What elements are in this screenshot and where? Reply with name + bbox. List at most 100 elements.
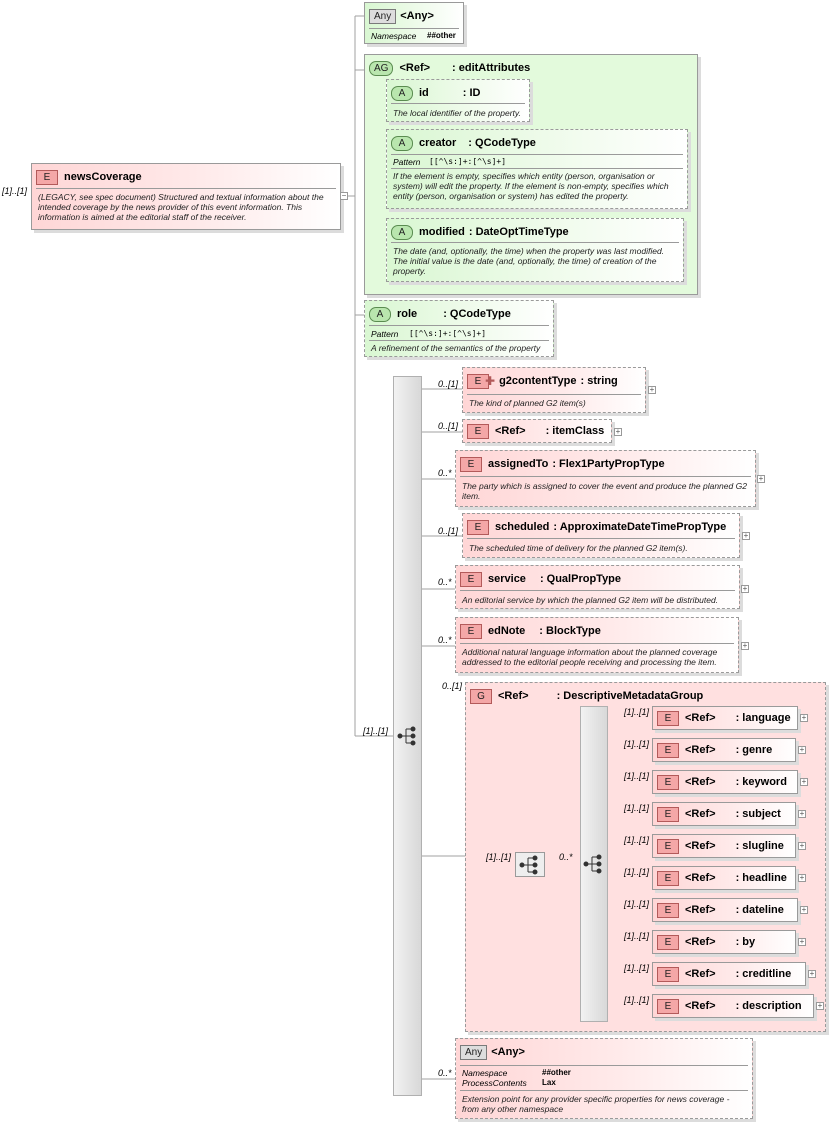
expand-icon[interactable]: +	[741, 584, 749, 593]
namespace-label: Namespace	[371, 31, 417, 41]
namespace-label: Namespace	[462, 1068, 508, 1078]
element-ref: <Ref>	[685, 776, 716, 788]
element-description: An editorial service by which the planne…	[462, 595, 719, 605]
group-item-element[interactable]: E<Ref>: genre	[652, 738, 796, 762]
namespace-value: ##other	[427, 31, 456, 40]
element-type: : keyword	[735, 776, 787, 788]
group-item-cardinality: [1]..[1]	[624, 771, 650, 781]
group-item-element[interactable]: E<Ref>: description	[652, 994, 814, 1018]
attr-description: If the element is empty, specifies which…	[393, 171, 669, 201]
pattern-label: Pattern	[371, 329, 399, 339]
group-item-cardinality: [1]..[1]	[624, 963, 650, 973]
expand-icon[interactable]: +	[648, 385, 656, 394]
element-g2content-type[interactable]: E✚g2contentType: string The kind of plan…	[462, 367, 646, 413]
child-cardinality: 0..[1]	[438, 526, 459, 536]
element-badge: E	[657, 902, 679, 918]
element-type: : language	[735, 712, 791, 724]
any-element[interactable]: Any<Any> Namespace ##other ProcessConten…	[455, 1038, 753, 1119]
attr-type: : DateOptTimeType	[468, 226, 569, 238]
element-name: newsCoverage	[64, 171, 142, 183]
pattern-label: Pattern	[393, 157, 421, 167]
element-name: assignedTo	[488, 458, 549, 470]
element-type: : by	[735, 936, 756, 948]
any-attribute[interactable]: Any<Any> Namespace ##other	[364, 2, 464, 44]
expand-icon[interactable]: +	[798, 745, 806, 754]
attr-type: : ID	[462, 87, 481, 99]
element-ref: <Ref>	[685, 712, 716, 724]
any-name: <Any>	[491, 1046, 525, 1058]
element-badge: E	[657, 710, 679, 726]
group-item-cardinality: [1]..[1]	[624, 931, 650, 941]
any-element-cardinality: 0..*	[438, 1068, 452, 1078]
expand-icon[interactable]: +	[614, 427, 622, 436]
element-badge: E	[657, 966, 679, 982]
element-description: (LEGACY, see spec document) Structured a…	[38, 192, 324, 222]
expand-icon[interactable]: +	[798, 809, 806, 818]
element-badge: E	[657, 806, 679, 822]
sequence-cardinality: [1]..[1]	[363, 726, 389, 736]
group-item-element[interactable]: E<Ref>: dateline	[652, 898, 798, 922]
element-name: <Ref>	[495, 425, 526, 437]
group-item-cardinality: [1]..[1]	[624, 707, 650, 717]
expand-icon[interactable]: +	[742, 531, 750, 540]
group-badge: G	[470, 688, 492, 704]
expand-icon[interactable]: +	[798, 873, 806, 882]
child-cardinality: 0..*	[438, 577, 452, 587]
element-badge: E	[467, 373, 489, 389]
process-contents-value: Lax	[542, 1078, 556, 1087]
expand-icon[interactable]: +	[798, 841, 806, 850]
element-ref: <Ref>	[685, 840, 716, 852]
child-cardinality: 0..[1]	[438, 421, 459, 431]
element-badge: E	[657, 870, 679, 886]
choice-cardinality: 0..*	[559, 852, 573, 862]
any-badge: Any	[369, 8, 397, 24]
pattern-value: [[^\s:]+:[^\s]+]	[409, 329, 487, 338]
expand-icon[interactable]: +	[798, 937, 806, 946]
group-ref: <Ref>	[498, 690, 529, 702]
expand-icon[interactable]: +	[816, 1001, 824, 1010]
group-item-element[interactable]: E<Ref>: headline	[652, 866, 796, 890]
process-contents-label: ProcessContents	[462, 1078, 527, 1088]
element-item-class[interactable]: E<Ref>: itemClass	[462, 419, 612, 443]
attr-description: The local identifier of the property.	[393, 108, 521, 118]
element-type: : BlockType	[539, 625, 601, 637]
group-item-cardinality: [1]..[1]	[624, 835, 650, 845]
expand-icon[interactable]: +	[800, 905, 808, 914]
collapse-icon[interactable]: −	[340, 191, 348, 200]
element-badge: E	[657, 838, 679, 854]
attr-badge: A	[391, 85, 413, 101]
element-description: The party which is assigned to cover the…	[462, 481, 747, 501]
expand-icon[interactable]: +	[741, 641, 749, 650]
element-name: edNote	[488, 625, 526, 637]
group-item-element[interactable]: E<Ref>: by	[652, 930, 796, 954]
element-type: : QualPropType	[539, 573, 622, 585]
expand-icon[interactable]: +	[757, 474, 765, 483]
attr-group-badge: AG	[369, 60, 394, 76]
group-item-element[interactable]: E<Ref>: slugline	[652, 834, 796, 858]
group-item-element[interactable]: E<Ref>: keyword	[652, 770, 798, 794]
namespace-value: ##other	[542, 1068, 571, 1077]
element-badge: E	[467, 519, 489, 535]
element-badge: E	[657, 934, 679, 950]
group-item-element[interactable]: E <Ref> : language	[652, 706, 798, 730]
expand-icon[interactable]: +	[808, 969, 816, 978]
element-ref: <Ref>	[685, 872, 716, 884]
element-name: g2contentType	[499, 375, 577, 387]
any-badge: Any	[460, 1044, 488, 1060]
content-plus-icon: ✚	[485, 374, 496, 388]
expand-icon[interactable]: +	[800, 713, 808, 722]
group-item-element[interactable]: E<Ref>: subject	[652, 802, 796, 826]
child-cardinality: 0..[1]	[438, 379, 459, 389]
element-badge: E	[460, 571, 482, 587]
group-item-element[interactable]: E<Ref>: creditline	[652, 962, 806, 986]
expand-icon[interactable]: +	[800, 777, 808, 786]
